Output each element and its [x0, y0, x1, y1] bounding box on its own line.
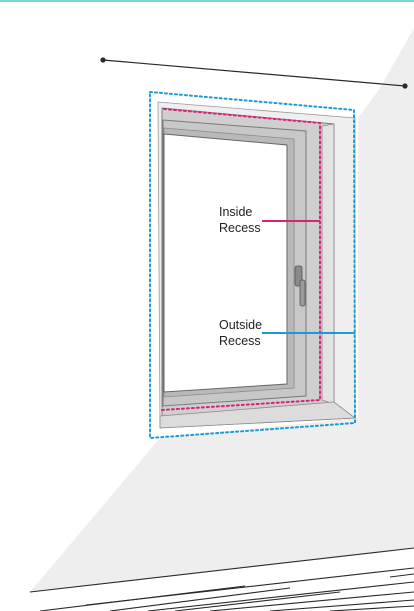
ceiling-line: [102, 59, 406, 87]
inside-recess-outline: [161, 108, 321, 411]
inside-recess-label-line1: Inside: [219, 205, 253, 219]
right-wall-shade: [358, 28, 414, 418]
outside-recess-label-line2: Recess: [219, 334, 261, 348]
floor-lines: [29, 547, 414, 611]
inside-recess-label-line2: Recess: [219, 221, 261, 235]
window-jamb-right: [321, 123, 335, 405]
window-glass: [163, 133, 288, 393]
ceiling-line-dot-right: [402, 83, 408, 89]
outside-recess-outline: [149, 90, 357, 440]
window-handle-icon: [294, 265, 306, 307]
lower-wall-shade: [30, 418, 414, 592]
outside-recess-label-line1: Outside: [219, 318, 263, 332]
top-band: [0, 0, 414, 2]
ceiling-line-dot-left: [100, 57, 106, 63]
